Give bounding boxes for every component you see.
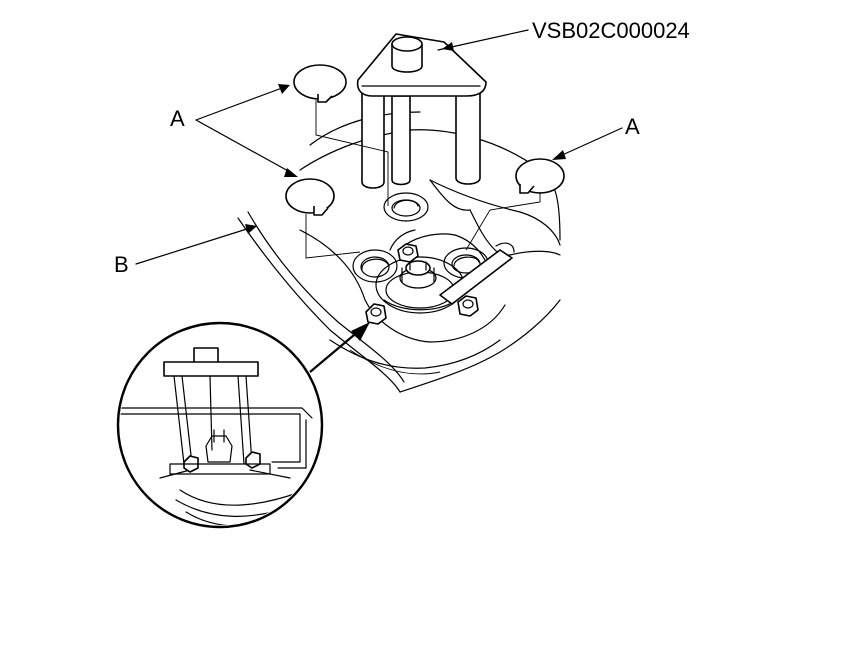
special-tool [356,33,487,189]
strut-bar [439,242,515,305]
cap-label-right: A [625,114,640,139]
cap-right [515,158,565,194]
cap-label-left: A [170,106,185,131]
detail-inset [116,321,324,529]
mount-label: B [114,252,129,277]
cap-guide-lines [305,100,541,259]
strut-center [375,256,465,314]
cap-left [285,178,335,216]
nut-right [457,295,479,317]
strut-tower-panel [237,111,561,393]
callout-arrows [135,29,623,373]
nut-left [365,303,387,325]
cap-upper [293,64,347,103]
tool-part-number-label: VSB02C000024 [532,18,690,43]
mount-nuts [365,243,479,325]
nut-top [397,243,419,263]
